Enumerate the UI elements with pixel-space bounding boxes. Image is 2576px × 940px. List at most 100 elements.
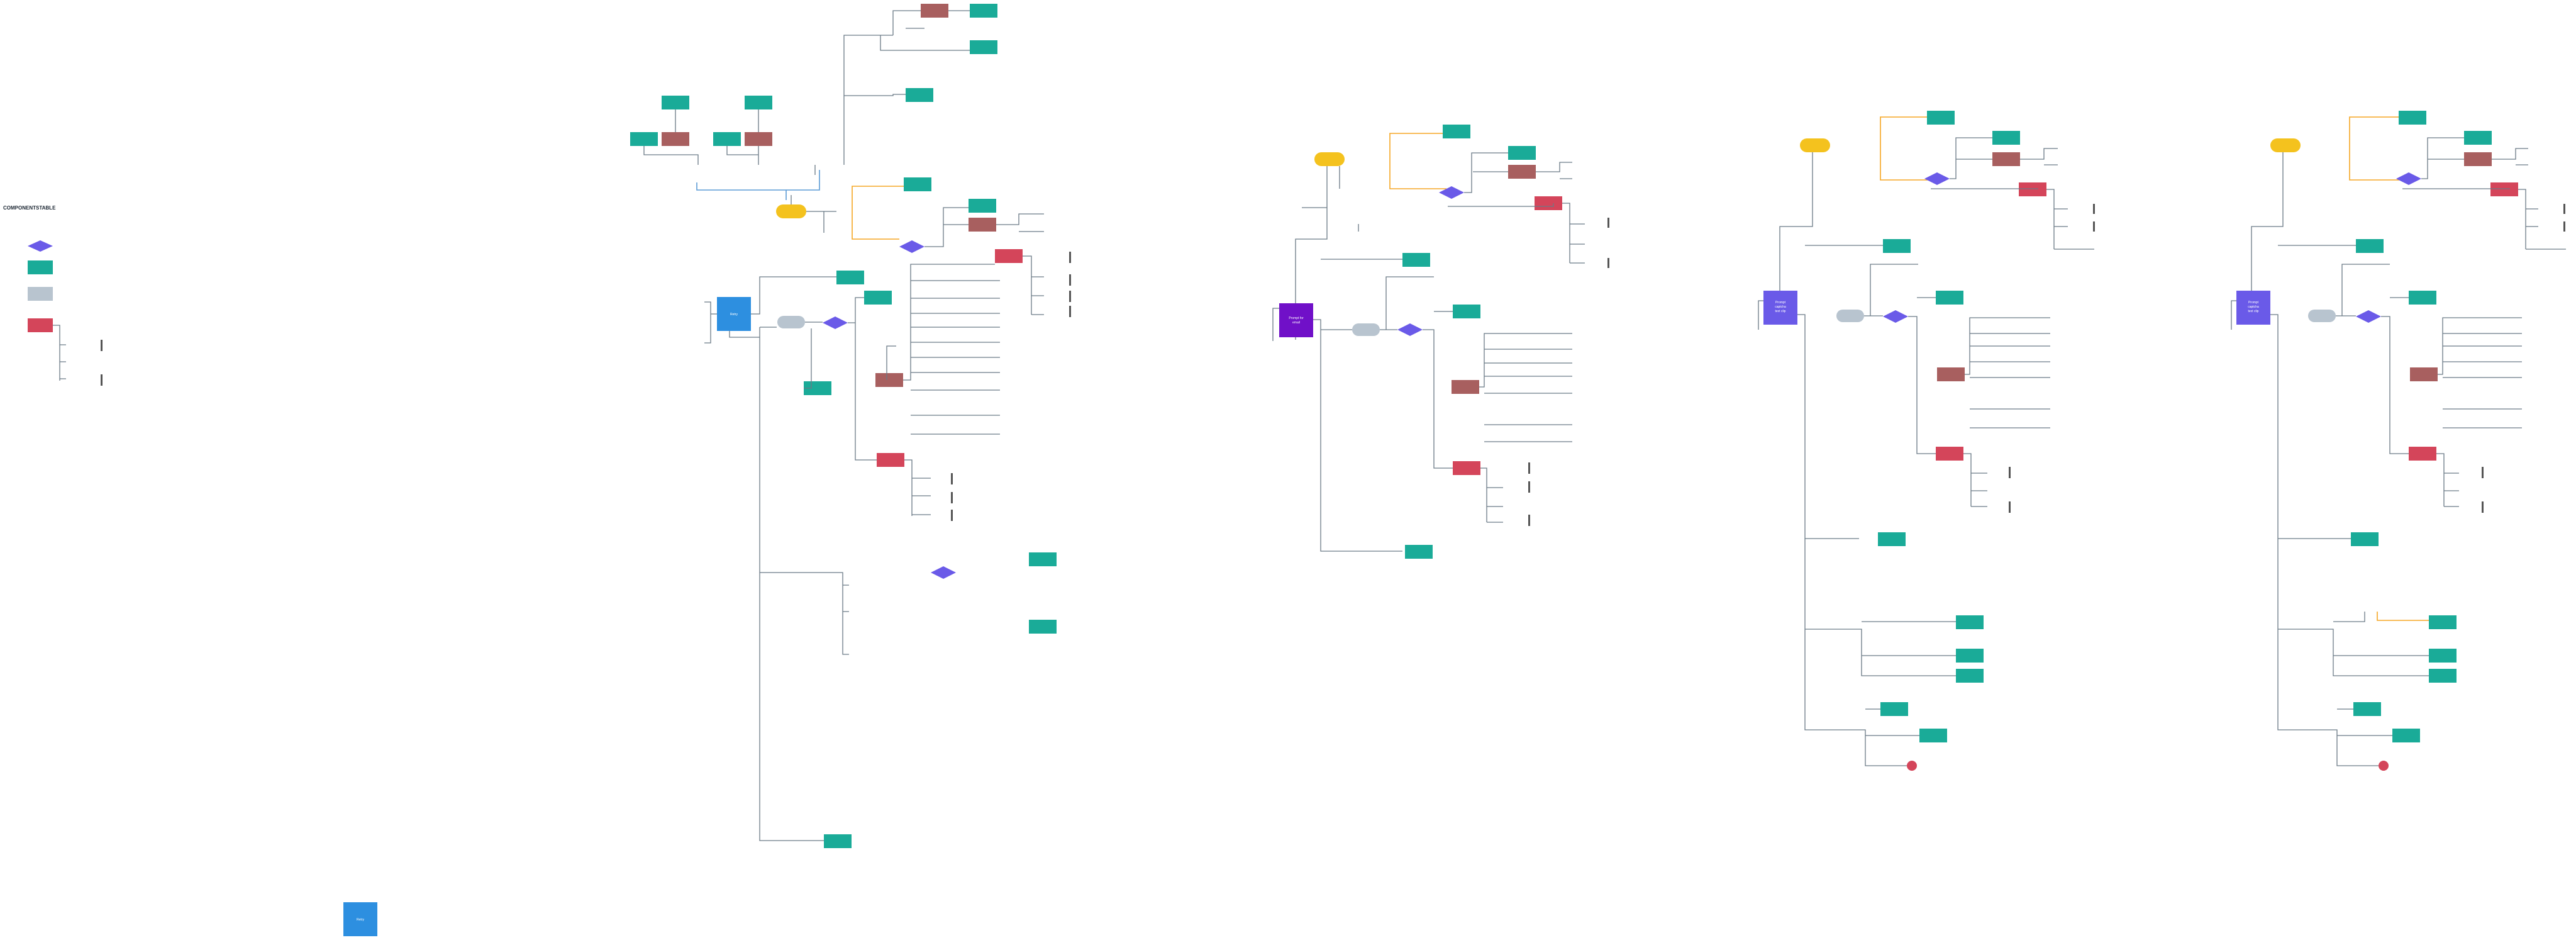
legend-title: COMPONENTSTABLE: [3, 205, 56, 211]
legend-state-node[interactable]: [28, 287, 53, 301]
end-node[interactable]: [1907, 761, 1917, 771]
decision-node[interactable]: [1883, 310, 1908, 323]
root-node[interactable]: [1279, 303, 1313, 337]
flow-node[interactable]: [2464, 131, 2492, 145]
flow-node[interactable]: [1443, 125, 1470, 138]
flow-node[interactable]: [1453, 305, 1480, 318]
end-node[interactable]: [2379, 761, 2389, 771]
legend-edges: [53, 325, 66, 381]
flow-edges-orange: [1389, 133, 1446, 189]
flow-edges: [2321, 612, 2429, 766]
state-node[interactable]: [2308, 310, 2336, 322]
flow-node[interactable]: [713, 132, 741, 146]
decision-node[interactable]: [2356, 310, 2381, 323]
start-node[interactable]: [776, 204, 806, 218]
decision-node[interactable]: [1397, 323, 1423, 336]
decision-node[interactable]: [1439, 186, 1464, 199]
state-node[interactable]: [1836, 310, 1864, 322]
root-node[interactable]: [717, 297, 751, 331]
flow-node[interactable]: [630, 132, 658, 146]
flow-node[interactable]: [1956, 669, 1984, 683]
flow-node[interactable]: [2429, 615, 2457, 629]
flow-node[interactable]: [2399, 111, 2426, 125]
decision-node[interactable]: [1924, 172, 1950, 185]
flow-node[interactable]: [1452, 380, 1479, 394]
flow-edges: [1758, 245, 1884, 730]
flow-node[interactable]: [2464, 152, 2492, 166]
loose-root-node[interactable]: [343, 902, 377, 936]
error-node[interactable]: [1936, 447, 1963, 461]
error-node[interactable]: [995, 249, 1023, 263]
legend-action-node[interactable]: [28, 260, 53, 274]
flow-node[interactable]: [1992, 131, 2020, 145]
decision-node[interactable]: [823, 316, 848, 329]
decision-node[interactable]: [2396, 172, 2421, 185]
flow-node[interactable]: [1883, 239, 1911, 253]
flow-node[interactable]: [2429, 669, 2457, 683]
flow-node[interactable]: [1508, 146, 1536, 160]
flow-node[interactable]: [836, 271, 864, 284]
root-node[interactable]: [1763, 291, 1797, 325]
flow-node[interactable]: [1919, 729, 1947, 742]
flow-node[interactable]: [745, 96, 772, 109]
start-node[interactable]: [1314, 152, 1345, 166]
state-node[interactable]: [1352, 323, 1380, 336]
error-node[interactable]: [1535, 196, 1562, 210]
start-node[interactable]: [1800, 138, 1830, 152]
flow-edges: [1295, 152, 1585, 340]
flow-node[interactable]: [2392, 729, 2420, 742]
flow-node[interactable]: [2409, 291, 2436, 305]
error-node[interactable]: [877, 453, 904, 467]
flow-node[interactable]: [662, 96, 689, 109]
flow-node[interactable]: [1029, 620, 1057, 634]
flow-node[interactable]: [970, 4, 997, 18]
flow-node[interactable]: [2351, 532, 2379, 546]
flow-node[interactable]: [969, 218, 996, 232]
flow-node[interactable]: [1956, 615, 1984, 629]
bar: [1607, 258, 1609, 268]
flow-node[interactable]: [2356, 239, 2384, 253]
error-node[interactable]: [2490, 182, 2518, 196]
legend-error-node[interactable]: [28, 318, 53, 332]
flow-node[interactable]: [864, 291, 892, 305]
bar: [2009, 467, 2011, 478]
flow-edges-orange: [2349, 116, 2401, 181]
flow-node[interactable]: [2410, 367, 2438, 381]
flow-node[interactable]: [1992, 152, 2020, 166]
legend-decision-node[interactable]: [28, 240, 53, 252]
flow-node[interactable]: [1878, 532, 1906, 546]
flow-node[interactable]: [824, 834, 852, 848]
flow-node[interactable]: [2353, 702, 2381, 716]
flow-node[interactable]: [970, 40, 997, 54]
bar: [2563, 221, 2565, 232]
error-node[interactable]: [2019, 182, 2046, 196]
state-node[interactable]: [777, 316, 805, 328]
flow-node[interactable]: [1402, 253, 1430, 267]
flow-edges: [1380, 276, 1572, 523]
bar: [1069, 274, 1071, 286]
start-node[interactable]: [2270, 138, 2301, 152]
flow-node[interactable]: [1927, 111, 1955, 125]
flow-node[interactable]: [969, 199, 996, 213]
flow-node[interactable]: [906, 88, 933, 102]
flow-node[interactable]: [1956, 649, 1984, 663]
decision-node[interactable]: [931, 566, 956, 579]
error-node[interactable]: [2409, 447, 2436, 461]
flow-node[interactable]: [1880, 702, 1908, 716]
flow-node[interactable]: [1508, 165, 1536, 179]
flow-node[interactable]: [875, 373, 903, 387]
error-node[interactable]: [1453, 461, 1480, 475]
flow-node[interactable]: [921, 4, 948, 18]
flow-node[interactable]: [804, 381, 831, 395]
flow-node[interactable]: [745, 132, 772, 146]
flow-node[interactable]: [2429, 649, 2457, 663]
root-node[interactable]: [2236, 291, 2270, 325]
flow-node[interactable]: [1029, 552, 1057, 566]
flow-node[interactable]: [1936, 291, 1963, 305]
flow-node[interactable]: [1405, 545, 1433, 559]
decision-node[interactable]: [899, 240, 924, 253]
flow-node[interactable]: [662, 132, 689, 146]
flow-node[interactable]: [904, 177, 931, 191]
flow-node[interactable]: [1937, 367, 1965, 381]
